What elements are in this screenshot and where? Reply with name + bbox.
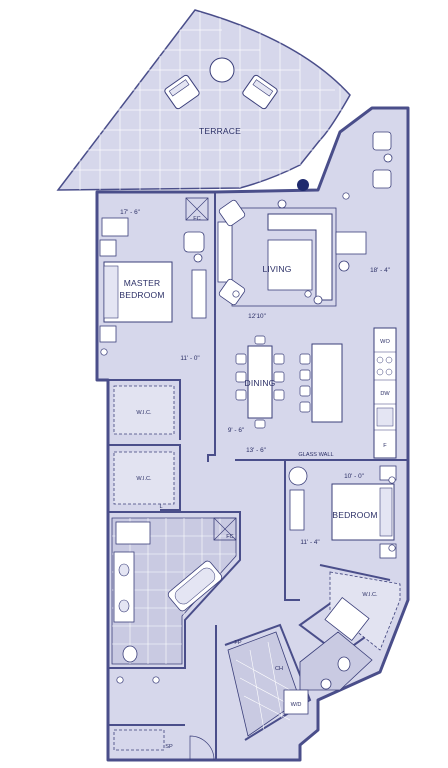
master-depth-dimension: 11' - 0" bbox=[180, 355, 199, 362]
ch-label: CH bbox=[275, 666, 283, 672]
outlet-markers bbox=[100, 192, 396, 684]
island-stools bbox=[299, 353, 311, 413]
living-lamp-bottom bbox=[313, 295, 323, 305]
master-nightstand-bottom bbox=[99, 325, 117, 343]
second-bath bbox=[299, 596, 373, 691]
living-armchair-bottom bbox=[218, 278, 246, 306]
window-chair-bottom bbox=[372, 169, 392, 189]
bedroom-dresser bbox=[289, 489, 305, 531]
interior-walls bbox=[108, 192, 408, 760]
entry-closet: SP bbox=[113, 729, 215, 761]
wic-middle-label: W.I.C. bbox=[136, 476, 152, 482]
window-side-table bbox=[383, 153, 393, 163]
second-bath-toilet bbox=[337, 656, 351, 672]
bedroom-label: BEDROOM bbox=[332, 510, 377, 520]
ensuite-tub-inner bbox=[174, 567, 216, 605]
fp-label: FP bbox=[234, 640, 241, 646]
washer-dryer bbox=[283, 689, 309, 715]
living-media-console bbox=[217, 221, 233, 283]
ensuite-toilet bbox=[122, 645, 138, 663]
walk-in-closet-right: W.I.C. bbox=[329, 571, 401, 651]
living-ottoman bbox=[335, 231, 367, 255]
living-label: LIVING bbox=[262, 264, 291, 274]
walk-in-closet-middle: W.I.C. bbox=[113, 451, 175, 505]
dining-area: DINING 12'10" 9' - 6" bbox=[228, 313, 285, 434]
fc-top-box bbox=[185, 197, 209, 221]
terrace-chair-left bbox=[164, 74, 200, 110]
ensuite-sink-bottom bbox=[118, 599, 130, 613]
l-label: L bbox=[159, 504, 162, 510]
ensuite-shower bbox=[115, 521, 151, 545]
f-label: F bbox=[383, 443, 387, 449]
dining-label: DINING bbox=[245, 378, 276, 388]
kitchen-island bbox=[311, 343, 343, 423]
wic-right-label: W.I.C. bbox=[362, 592, 378, 598]
master-bedroom-label-2: BEDROOM bbox=[119, 290, 164, 300]
glass-wall-label: GLASS WALL bbox=[298, 452, 333, 458]
fc-top-label: FC bbox=[193, 216, 200, 222]
hall-dimension: 13' - 6" bbox=[246, 447, 266, 454]
living-room: LIVING 18' - 4" bbox=[217, 199, 390, 307]
master-bedroom-label-1: MASTER bbox=[124, 278, 161, 288]
terrace-chair-right bbox=[242, 74, 278, 110]
bedroom-width-dimension: 10' - 0" bbox=[344, 473, 364, 480]
terrace-table bbox=[209, 57, 235, 83]
wo-label: WO bbox=[380, 339, 390, 345]
bedroom-chair bbox=[288, 466, 308, 486]
terrace-floor bbox=[56, 9, 351, 191]
second-bath-sink bbox=[320, 678, 332, 690]
bedroom-bed-pillows bbox=[379, 487, 393, 537]
walk-in-closet-upper: W.I.C. bbox=[113, 385, 175, 435]
master-side-table bbox=[193, 253, 203, 263]
kitchen-counter: WO DW F bbox=[373, 327, 397, 459]
sp-label: SP bbox=[165, 744, 173, 750]
wd-label: W/D bbox=[291, 702, 302, 708]
living-coffee-table bbox=[267, 239, 313, 291]
master-nightstand-top bbox=[99, 239, 117, 257]
master-armchair bbox=[183, 231, 205, 253]
fc-bottom-label: FC bbox=[226, 534, 233, 540]
dining-width-dimension: 9' - 6" bbox=[228, 427, 244, 434]
foyer: FP CH W/D bbox=[227, 631, 309, 737]
living-lamp-mid bbox=[338, 260, 350, 272]
bedroom-depth-dimension: 11' - 4" bbox=[300, 539, 319, 546]
master-width-dimension: 17' - 6" bbox=[120, 209, 140, 216]
ensuite-sink-top bbox=[118, 563, 130, 577]
entry-door-swing bbox=[189, 735, 215, 761]
living-lamp-top bbox=[277, 199, 287, 209]
dining-table bbox=[247, 345, 273, 419]
terrace: TERRACE bbox=[56, 9, 351, 191]
master-dresser bbox=[191, 269, 207, 319]
fc-bottom-box bbox=[213, 517, 237, 541]
dw-label: DW bbox=[380, 391, 390, 397]
terrace-label: TERRACE bbox=[199, 126, 241, 136]
master-bedroom: MASTER BEDROOM 17' - 6" 11' - 0" bbox=[99, 209, 207, 362]
master-desk bbox=[101, 217, 129, 237]
second-bath-shower bbox=[324, 596, 370, 642]
dining-height-dimension: 12'10" bbox=[248, 313, 266, 320]
wic-upper-label: W.I.C. bbox=[136, 410, 152, 416]
window-chair-top bbox=[372, 131, 392, 151]
column-marker bbox=[297, 179, 309, 191]
master-ensuite bbox=[111, 517, 237, 665]
master-bed-pillows bbox=[103, 265, 119, 319]
living-armchair-top bbox=[218, 199, 246, 227]
living-width-dimension: 18' - 4" bbox=[370, 267, 390, 274]
